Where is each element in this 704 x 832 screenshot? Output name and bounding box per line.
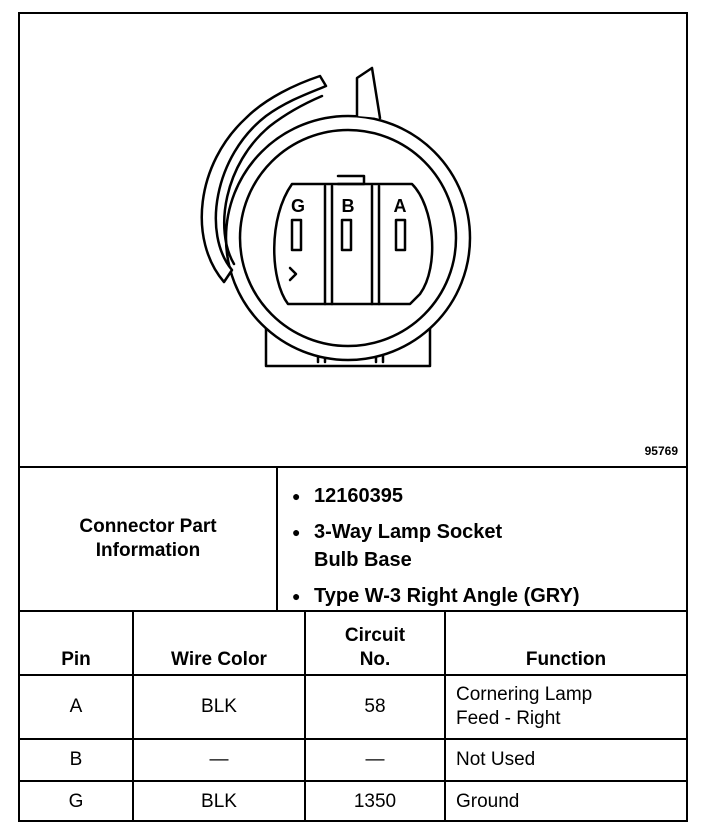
header-function: Function <box>444 610 686 676</box>
type-item: ● Type W-3 Right Angle (GRY) <box>292 582 682 610</box>
pin-label-g: G <box>291 196 305 216</box>
outer-ring <box>224 114 472 362</box>
bullet-icon: ● <box>292 488 301 504</box>
table-header-row: Pin Wire Color Circuit No. Function <box>20 610 686 676</box>
description-line: 3-Way Lamp Socket <box>314 521 503 543</box>
cell-pin: A <box>20 674 134 740</box>
bullet-icon: ● <box>292 524 301 540</box>
cell-function: Cornering Lamp Feed - Right <box>444 674 686 740</box>
figure-number: 95769 <box>644 444 678 458</box>
cell-wire-color: BLK <box>132 674 306 740</box>
pin-contact-b <box>340 218 353 252</box>
inner-socket <box>273 182 434 306</box>
bullet-icon: ● <box>292 588 301 604</box>
cell-wire-color: BLK <box>132 780 306 821</box>
pin-label-a: A <box>394 196 407 216</box>
cell-function: Not Used <box>444 738 686 782</box>
table-row: B — — Not Used <box>20 738 686 782</box>
type-text: Type W-3 Right Angle (GRY) <box>314 585 580 607</box>
top-tab <box>355 66 382 120</box>
cell-circuit: 1350 <box>304 780 446 821</box>
outer-ring-inner <box>238 128 458 348</box>
pin-contact-a <box>394 218 407 252</box>
connector-document: G B A 95769 Connector Part Information ●… <box>18 12 688 822</box>
table-row: G BLK 1350 Ground <box>20 780 686 821</box>
label-line: Information <box>95 540 201 561</box>
connector-figure: G B A 95769 <box>20 14 686 468</box>
header-wire-color: Wire Color <box>132 610 306 676</box>
connector-part-information: Connector Part Information ● 12160395 ● … <box>20 468 686 612</box>
connector-drawing: G B A <box>200 66 472 368</box>
cell-function: Ground <box>444 780 686 821</box>
pin-contact-g <box>290 218 303 252</box>
connector-housing <box>264 294 432 368</box>
header-circuit: Circuit No. <box>304 610 446 676</box>
pin-label-b: B <box>342 196 355 216</box>
part-info-list: ● 12160395 ● 3-Way Lamp Socket Bulb Base… <box>292 482 682 610</box>
cell-pin: B <box>20 738 134 782</box>
latch-arm <box>200 74 328 284</box>
header-pin: Pin <box>20 610 134 676</box>
cell-circuit: — <box>304 738 446 782</box>
connector-part-label: Connector Part Information <box>20 468 278 610</box>
description-item: ● 3-Way Lamp Socket Bulb Base <box>292 518 682 574</box>
cell-wire-color: — <box>132 738 306 782</box>
label-line: Connector Part <box>79 516 217 537</box>
cell-circuit: 58 <box>304 674 446 740</box>
cell-pin: G <box>20 780 134 821</box>
part-number-item: ● 12160395 <box>292 482 682 510</box>
pin-table: Pin Wire Color Circuit No. Function A BL… <box>20 610 686 821</box>
description-line: Bulb Base <box>314 549 412 571</box>
part-number: 12160395 <box>314 485 403 507</box>
table-row: A BLK 58 Cornering Lamp Feed - Right <box>20 674 686 740</box>
